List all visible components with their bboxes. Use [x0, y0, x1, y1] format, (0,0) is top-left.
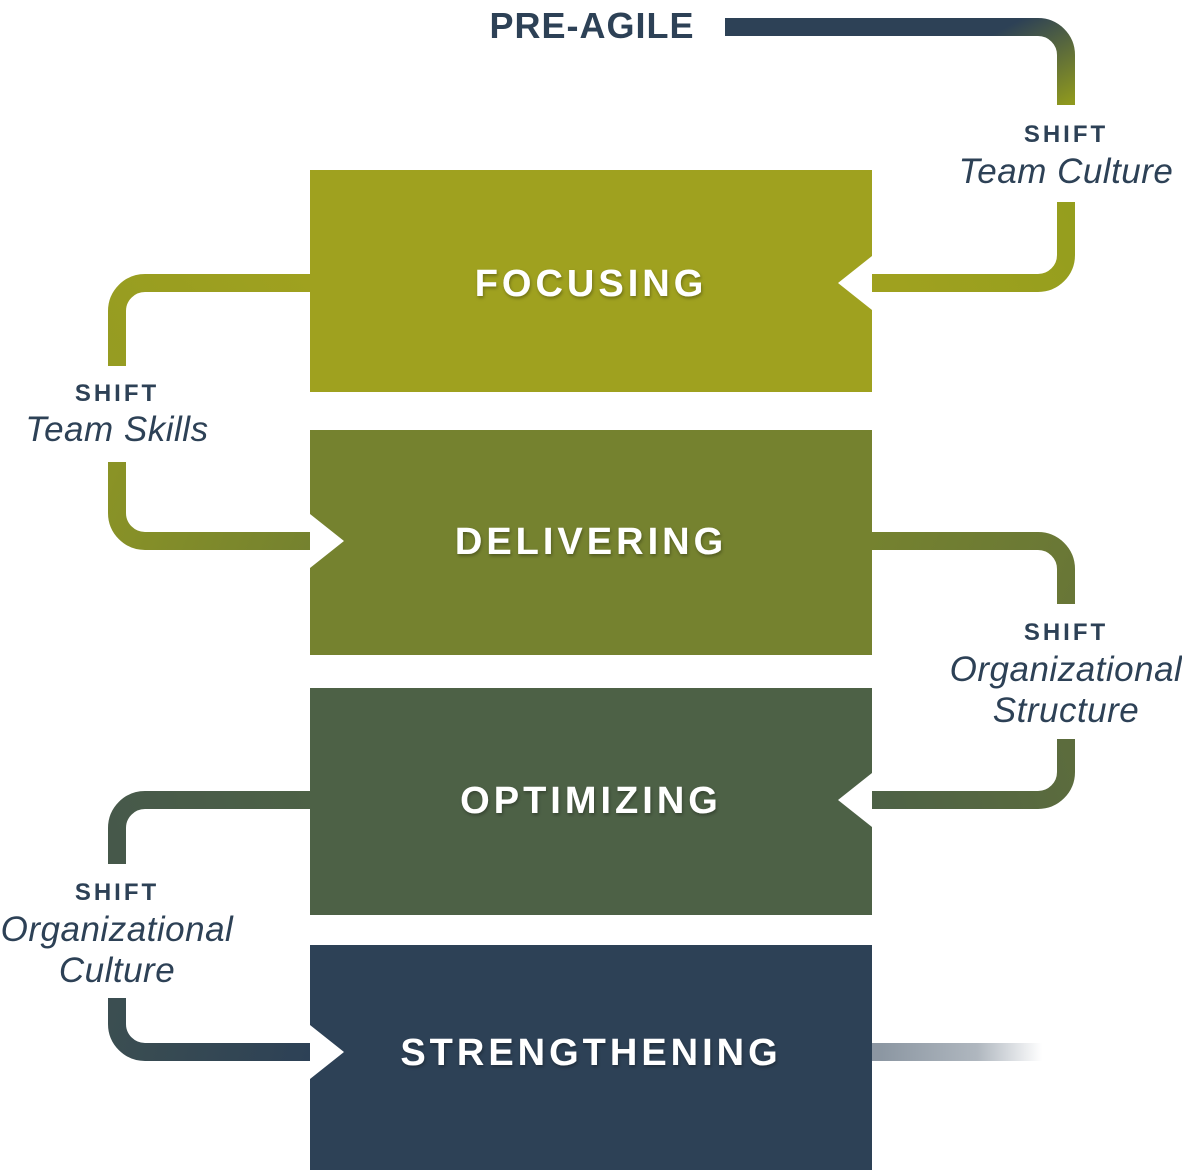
shift-name-organizational-culture-line2: Culture — [59, 951, 175, 990]
shift-team-culture: SHIFT Team Culture — [959, 121, 1174, 191]
shift-word-team-culture: SHIFT — [1024, 121, 1108, 148]
connector-preagile-to-focusing-lower — [872, 202, 1075, 292]
shift-name-organizational-culture-line1: Organizational — [1, 910, 234, 949]
shift-organizational-culture: SHIFT Organizational Culture — [1, 879, 234, 990]
connector-focusing-to-delivering-lower — [108, 462, 310, 550]
shift-team-skills: SHIFT Team Skills — [25, 380, 208, 449]
connector-optimizing-to-strengthening-lower — [108, 998, 310, 1061]
connectors — [108, 18, 1075, 1061]
shift-name-organizational-structure-line2: Structure — [993, 691, 1140, 730]
shift-word-organizational-culture: SHIFT — [75, 879, 159, 906]
stage-titles: FOCUSING DELIVERING OPTIMIZING STRENGTHE… — [400, 263, 781, 1074]
fade-out-connector — [872, 1043, 1042, 1061]
shift-name-team-culture: Team Culture — [959, 152, 1174, 191]
pre-agile-heading: PRE-AGILE — [489, 5, 694, 46]
shift-word-organizational-structure: SHIFT — [1024, 619, 1108, 646]
stage-label-optimizing: OPTIMIZING — [460, 780, 722, 822]
connector-focusing-to-delivering-upper — [108, 274, 310, 366]
connector-delivering-to-optimizing-upper — [872, 532, 1075, 604]
connector-optimizing-to-strengthening-upper — [108, 791, 310, 864]
connector-delivering-to-optimizing-lower — [872, 739, 1075, 809]
stage-box-optimizing — [310, 688, 872, 915]
stage-label-delivering: DELIVERING — [455, 521, 727, 563]
shift-organizational-structure: SHIFT Organizational Structure — [950, 619, 1182, 730]
shift-word-team-skills: SHIFT — [75, 380, 159, 407]
shift-name-organizational-structure-line1: Organizational — [950, 650, 1182, 689]
stage-label-focusing: FOCUSING — [475, 263, 708, 305]
stage-box-delivering — [310, 430, 872, 655]
connector-preagile-to-focusing-upper — [725, 18, 1075, 105]
stage-box-focusing — [310, 170, 872, 392]
shift-name-team-skills: Team Skills — [25, 410, 208, 449]
stage-box-strengthening — [310, 945, 872, 1170]
stage-label-strengthening: STRENGTHENING — [400, 1032, 781, 1074]
